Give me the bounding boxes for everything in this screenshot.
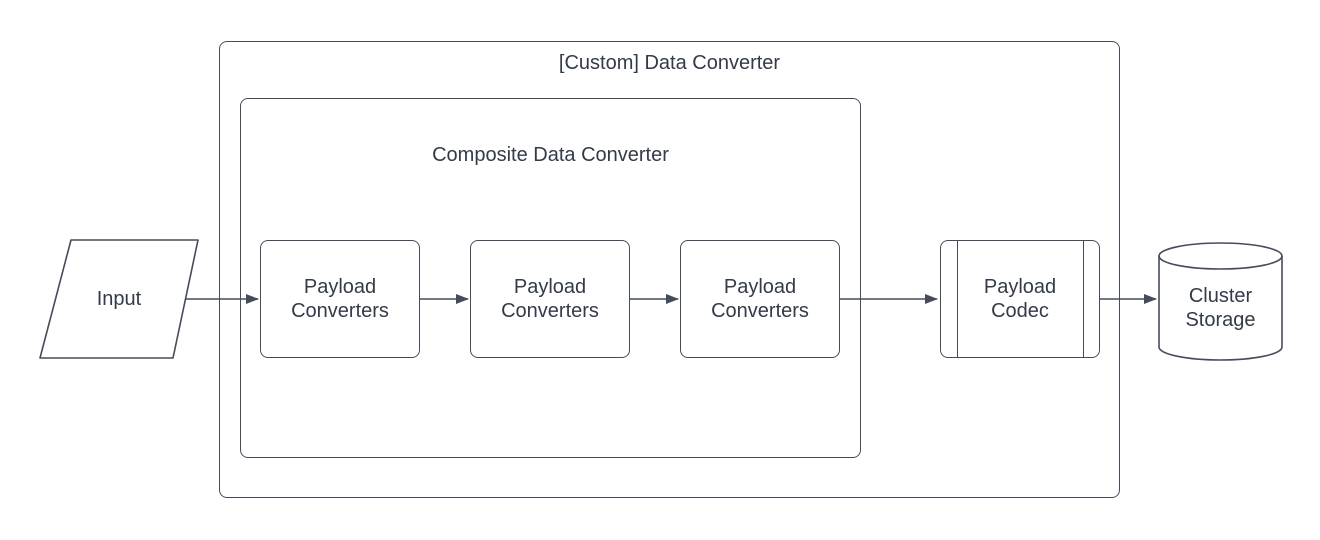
payload-converters-node-3: Payload Converters xyxy=(680,240,840,358)
input-node: Input xyxy=(40,240,198,358)
payload-codec-node-label: Payload Codec xyxy=(983,276,1057,322)
custom-data-converter-container xyxy=(219,41,1120,498)
input-parallelogram-shape xyxy=(39,239,199,359)
payload-converters-node-2: Payload Converters xyxy=(470,240,630,358)
input-node-label: Input xyxy=(96,288,142,310)
composite-data-converter-container xyxy=(240,98,861,458)
payload-converters-node-1-label: Payload Converters xyxy=(291,276,389,322)
cluster-storage-node-label: Cluster Storage xyxy=(1185,285,1256,331)
codec-left-divider xyxy=(957,241,958,357)
cluster-storage-node: Cluster Storage xyxy=(1159,256,1282,360)
payload-codec-node: Payload Codec xyxy=(940,240,1100,358)
codec-right-divider xyxy=(1083,241,1084,357)
custom-data-converter-title: [Custom] Data Converter xyxy=(558,52,781,74)
composite-data-converter-title: Composite Data Converter xyxy=(432,144,669,166)
payload-converters-node-2-label: Payload Converters xyxy=(501,276,599,322)
cluster-storage-cylinder-rim xyxy=(1158,255,1283,270)
payload-converters-node-1: Payload Converters xyxy=(260,240,420,358)
payload-converters-node-3-label: Payload Converters xyxy=(711,276,809,322)
cluster-storage-cylinder-shape xyxy=(1158,242,1283,361)
